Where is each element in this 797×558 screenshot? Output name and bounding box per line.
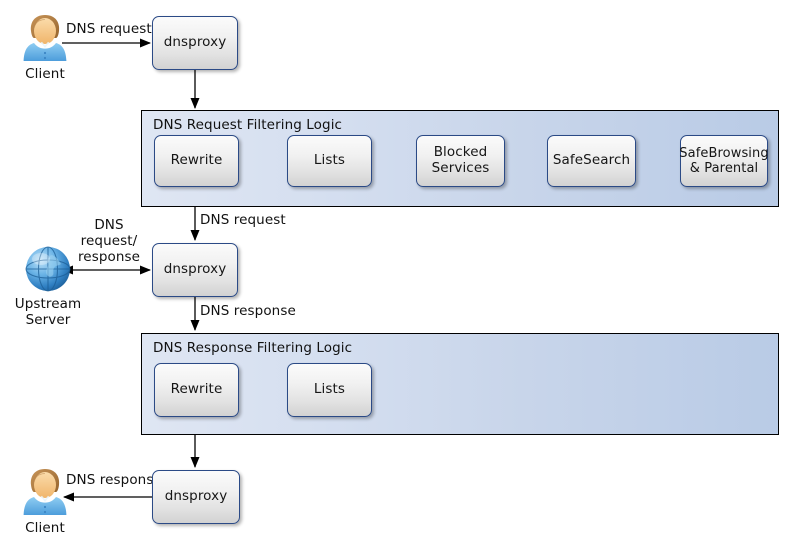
edge-label-proxy-to-upstream: DNS request/ response <box>77 217 141 265</box>
stage-rewrite-request[interactable]: Rewrite <box>154 135 239 187</box>
stage-blocked-services-label: Blocked Services <box>431 144 490 176</box>
dnsproxy-node-bottom[interactable]: dnsproxy <box>152 470 240 524</box>
stage-safebrowsing-parental-label: SafeBrowsing & Parental <box>679 145 769 176</box>
actor-caption-upstream: Upstream Server <box>14 296 82 328</box>
dns-response-filtering-group: DNS Response Filtering Logic <box>141 333 779 435</box>
stage-lists-response[interactable]: Lists <box>287 363 372 417</box>
stage-safesearch[interactable]: SafeSearch <box>547 135 636 187</box>
user-avatar-icon <box>21 12 69 62</box>
dnsproxy-node-middle[interactable]: dnsproxy <box>152 243 238 297</box>
actor-caption-client-top: Client <box>25 66 65 82</box>
actor-caption-client-bottom: Client <box>25 520 65 536</box>
edge-label-proxy-to-respgroup: DNS response <box>200 303 296 319</box>
stage-lists-response-label: Lists <box>313 381 346 398</box>
stage-rewrite-response[interactable]: Rewrite <box>154 363 239 417</box>
stage-rewrite-response-label: Rewrite <box>170 381 223 398</box>
stage-safebrowsing-parental[interactable]: SafeBrowsing & Parental <box>679 135 769 187</box>
dnsproxy-node-top[interactable]: dnsproxy <box>152 16 238 70</box>
user-avatar-icon-bottom <box>21 466 69 516</box>
globe-icon <box>22 243 74 295</box>
stage-safesearch-label: SafeSearch <box>552 152 631 169</box>
dnsproxy-label-top: dnsproxy <box>163 34 227 51</box>
edge-label-client-to-proxy: DNS request <box>66 21 152 37</box>
dnsproxy-label-middle: dnsproxy <box>163 261 227 278</box>
stage-blocked-services[interactable]: Blocked Services <box>416 135 505 187</box>
dns-request-filtering-title: DNS Request Filtering Logic <box>153 117 343 133</box>
stage-rewrite-request-label: Rewrite <box>170 152 223 169</box>
dns-response-filtering-title: DNS Response Filtering Logic <box>153 340 353 356</box>
edge-label-proxy-to-client-bottom: DNS response <box>66 472 162 488</box>
dnsproxy-label-bottom: dnsproxy <box>164 488 228 505</box>
edge-label-reqgroup-to-proxy: DNS request <box>200 212 286 228</box>
stage-lists-request[interactable]: Lists <box>287 135 372 187</box>
stage-lists-request-label: Lists <box>313 152 346 169</box>
